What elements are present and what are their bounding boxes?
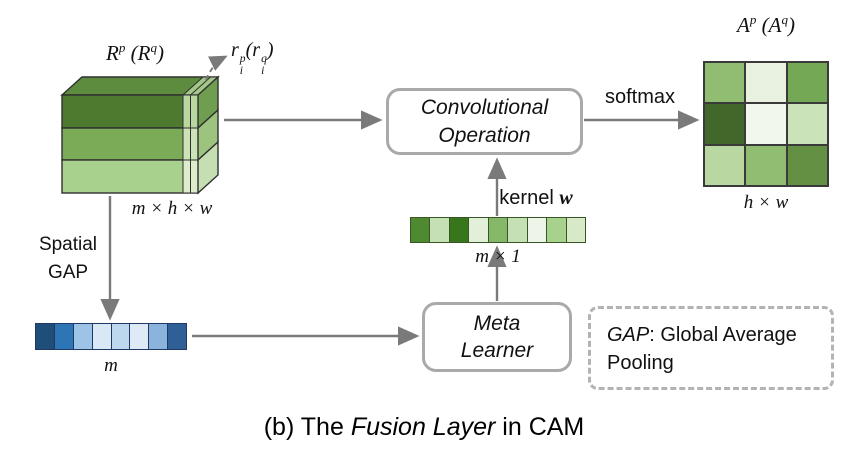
conv-box-line2: Operation	[438, 123, 531, 147]
tensor-side-3	[197, 140, 219, 195]
cell	[411, 218, 431, 242]
tensor-label-sup1: p	[118, 40, 126, 55]
gap-legend-text: : Global Average Pooling	[607, 324, 797, 374]
kernel-label-text: kernel	[499, 187, 554, 209]
tensor-label: Rp (Rq)	[60, 40, 210, 66]
conv-box-line1: Convolutional	[420, 96, 549, 120]
meta-box-line2: Learner	[460, 339, 534, 362]
cell	[149, 324, 169, 349]
spatial-gap-line2: GAP	[47, 261, 89, 283]
caption-suffix: in CAM	[495, 413, 585, 441]
tensor-slab-2	[61, 127, 199, 161]
gap-legend-term: GAP	[607, 324, 650, 346]
attention-label-base1: A	[737, 13, 750, 37]
kernel-dims-label: m × 1	[475, 246, 521, 267]
cell	[168, 324, 186, 349]
attention-map-grid	[703, 61, 829, 187]
caption-italic: Fusion Layer	[350, 413, 496, 441]
cell	[704, 103, 746, 145]
slice-label-base2: r	[252, 39, 261, 61]
tensor-slab-1	[61, 94, 199, 129]
cell	[54, 324, 74, 349]
cell	[488, 218, 509, 242]
cell	[508, 218, 528, 242]
spatial-gap-line1: Spatial	[38, 234, 98, 255]
gap-vector-strip	[35, 323, 187, 350]
attention-dims-label: h × w	[743, 192, 789, 213]
cell	[566, 218, 585, 242]
attention-label-sup2: q	[781, 12, 788, 27]
tensor-label-close: )	[156, 41, 164, 65]
meta-learner-box: Meta Learner	[422, 302, 572, 372]
attention-label-mid: (	[756, 13, 769, 37]
cell	[527, 218, 548, 242]
cell	[469, 218, 489, 242]
figure-caption: (b) The Fusion Layer in CAM	[0, 413, 848, 442]
tensor-label-base1: R	[106, 41, 119, 65]
kernel-label: kernel w	[476, 187, 596, 210]
cell	[786, 103, 828, 145]
attention-label-close: )	[787, 13, 795, 37]
attention-label-sup1: p	[749, 12, 757, 27]
tensor-label-mid: (	[125, 41, 138, 65]
tensor-top-slice-line	[190, 76, 211, 96]
cell	[745, 144, 787, 186]
gap-legend-box: GAP: Global Average Pooling	[588, 306, 834, 390]
cell	[786, 62, 828, 104]
slice-label-close: )	[266, 39, 274, 61]
arrow-slice-callout	[205, 55, 228, 81]
softmax-label: softmax	[604, 86, 676, 108]
cell	[745, 103, 787, 145]
kernel-strip	[410, 217, 586, 243]
cell	[704, 144, 746, 186]
attention-label-base2: A	[768, 13, 782, 37]
cell	[130, 324, 150, 349]
vector-dims-label: m	[104, 355, 118, 376]
cell	[547, 218, 567, 242]
cell	[704, 62, 746, 104]
tensor-dims-label: m × h × w	[131, 198, 213, 219]
caption-prefix: (b) The	[263, 413, 351, 441]
spatial-gap-label: Spatial GAP	[28, 231, 108, 286]
cell	[430, 218, 450, 242]
feature-tensor-graphic	[60, 75, 220, 195]
cell	[36, 324, 55, 349]
cell	[786, 144, 828, 186]
cell	[745, 62, 787, 104]
convolutional-operation-box: Convolutional Operation	[386, 88, 583, 155]
slice-label-base1: r	[231, 39, 239, 61]
tensor-label-sup2: q	[150, 40, 157, 55]
tensor-label-base2: R	[137, 41, 151, 65]
cell	[111, 324, 131, 349]
cell	[92, 324, 112, 349]
meta-box-line1: Meta	[473, 311, 521, 335]
cell	[73, 324, 93, 349]
attention-label: Ap (Aq)	[700, 12, 832, 38]
slice-label-open: (	[245, 39, 253, 61]
tensor-slab-3	[61, 159, 199, 194]
cell	[449, 218, 470, 242]
kernel-label-w: w	[559, 187, 573, 209]
